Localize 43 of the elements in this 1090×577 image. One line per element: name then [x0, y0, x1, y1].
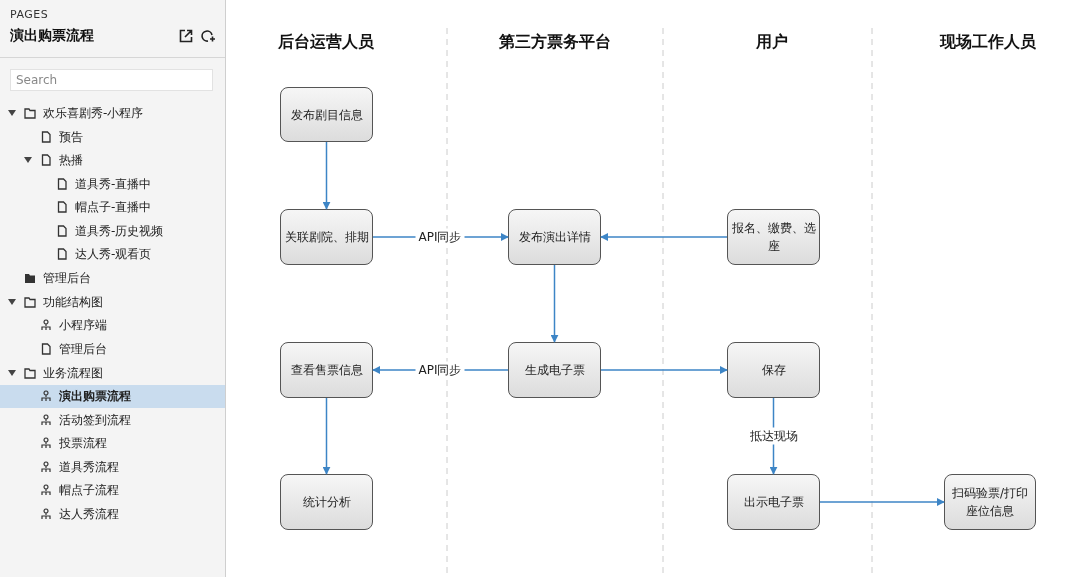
- lane-header: 后台运营人员: [278, 32, 374, 53]
- page-tree-item: 预告: [59, 129, 83, 146]
- arrow: [600, 366, 728, 374]
- arrow: [322, 397, 331, 475]
- arrow: [550, 264, 559, 343]
- section-heading: PAGES: [10, 8, 49, 21]
- page-tree-item: 演出购票流程: [59, 388, 131, 405]
- page-tree-item: 帽点子流程: [59, 482, 119, 499]
- page-tree-item: 帽点子-直播中: [75, 199, 152, 216]
- page-tree-item: 道具秀-直播中: [75, 176, 152, 193]
- arrow: [600, 233, 728, 241]
- page-tree-item: 业务流程图: [43, 365, 103, 382]
- process-box: 报名、缴费、选座: [727, 209, 820, 265]
- process-box: 发布演出详情: [508, 209, 601, 265]
- page-tree-item: 欢乐喜剧秀-小程序: [43, 105, 144, 122]
- page-tree-item: 小程序端: [59, 317, 107, 334]
- process-box: 出示电子票: [727, 474, 820, 530]
- page-title: 演出购票流程: [10, 27, 94, 45]
- process-box: 保存: [727, 342, 820, 398]
- page-tree-item: 道具秀-历史视频: [75, 223, 164, 240]
- lane-header: 现场工作人员: [940, 32, 1036, 53]
- process-box: 关联剧院、排期: [280, 209, 373, 265]
- page-tree-item: 热播: [59, 152, 83, 169]
- lane-header: 第三方票务平台: [499, 32, 611, 53]
- edge-label: API同步: [415, 361, 465, 379]
- page-tree-item: 管理后台: [43, 270, 91, 287]
- process-box: 扫码验票/打印座位信息: [944, 474, 1036, 530]
- process-box: 统计分析: [280, 474, 373, 530]
- page-tree-item: 活动签到流程: [59, 412, 131, 429]
- process-box: 发布剧目信息: [280, 87, 373, 142]
- page-tree-item: 达人秀流程: [59, 506, 119, 523]
- page-tree-item: 管理后台: [59, 341, 107, 358]
- arrow: [819, 498, 945, 506]
- edge-label: API同步: [415, 228, 465, 246]
- page-tree-item: 投票流程: [59, 435, 107, 452]
- page-tree-item: 道具秀流程: [59, 459, 119, 476]
- process-box: 查看售票信息: [280, 342, 373, 398]
- arrow: [322, 141, 331, 210]
- page-tree-item: 功能结构图: [43, 294, 103, 311]
- search-field: Search: [10, 69, 213, 91]
- process-box: 生成电子票: [508, 342, 601, 398]
- lane-header: 用户: [756, 32, 788, 53]
- page-tree-item: 达人秀-观看页: [75, 246, 152, 263]
